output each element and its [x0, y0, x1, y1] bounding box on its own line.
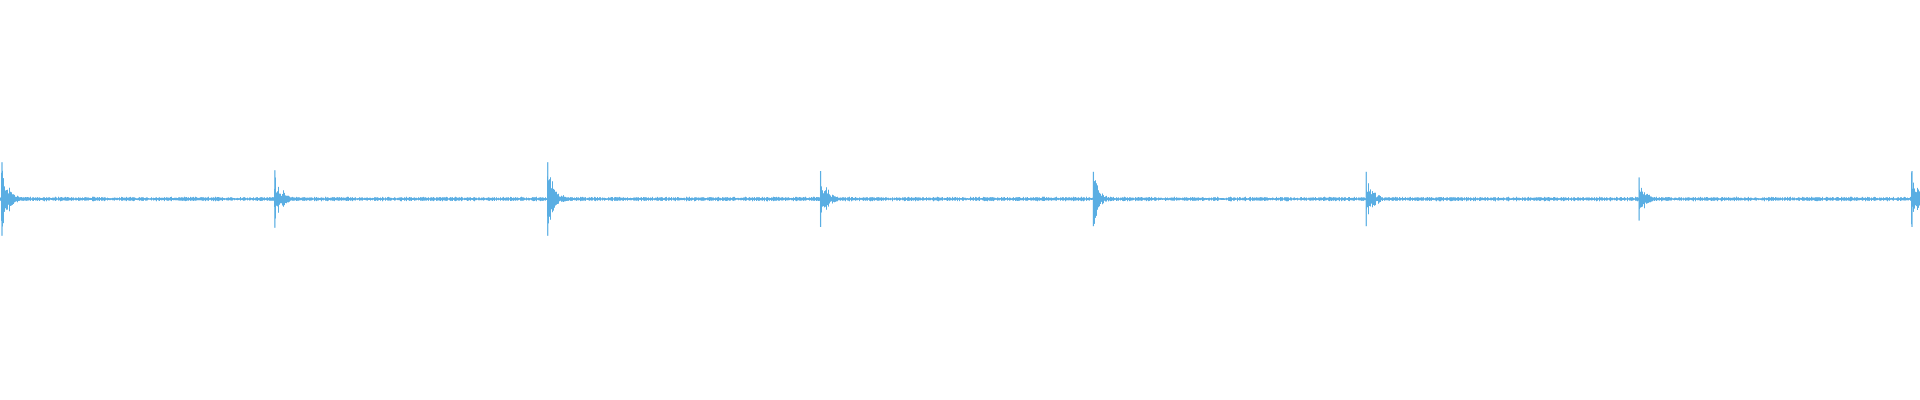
- waveform-samples: [0, 162, 1920, 236]
- waveform-trace: [0, 170, 1920, 227]
